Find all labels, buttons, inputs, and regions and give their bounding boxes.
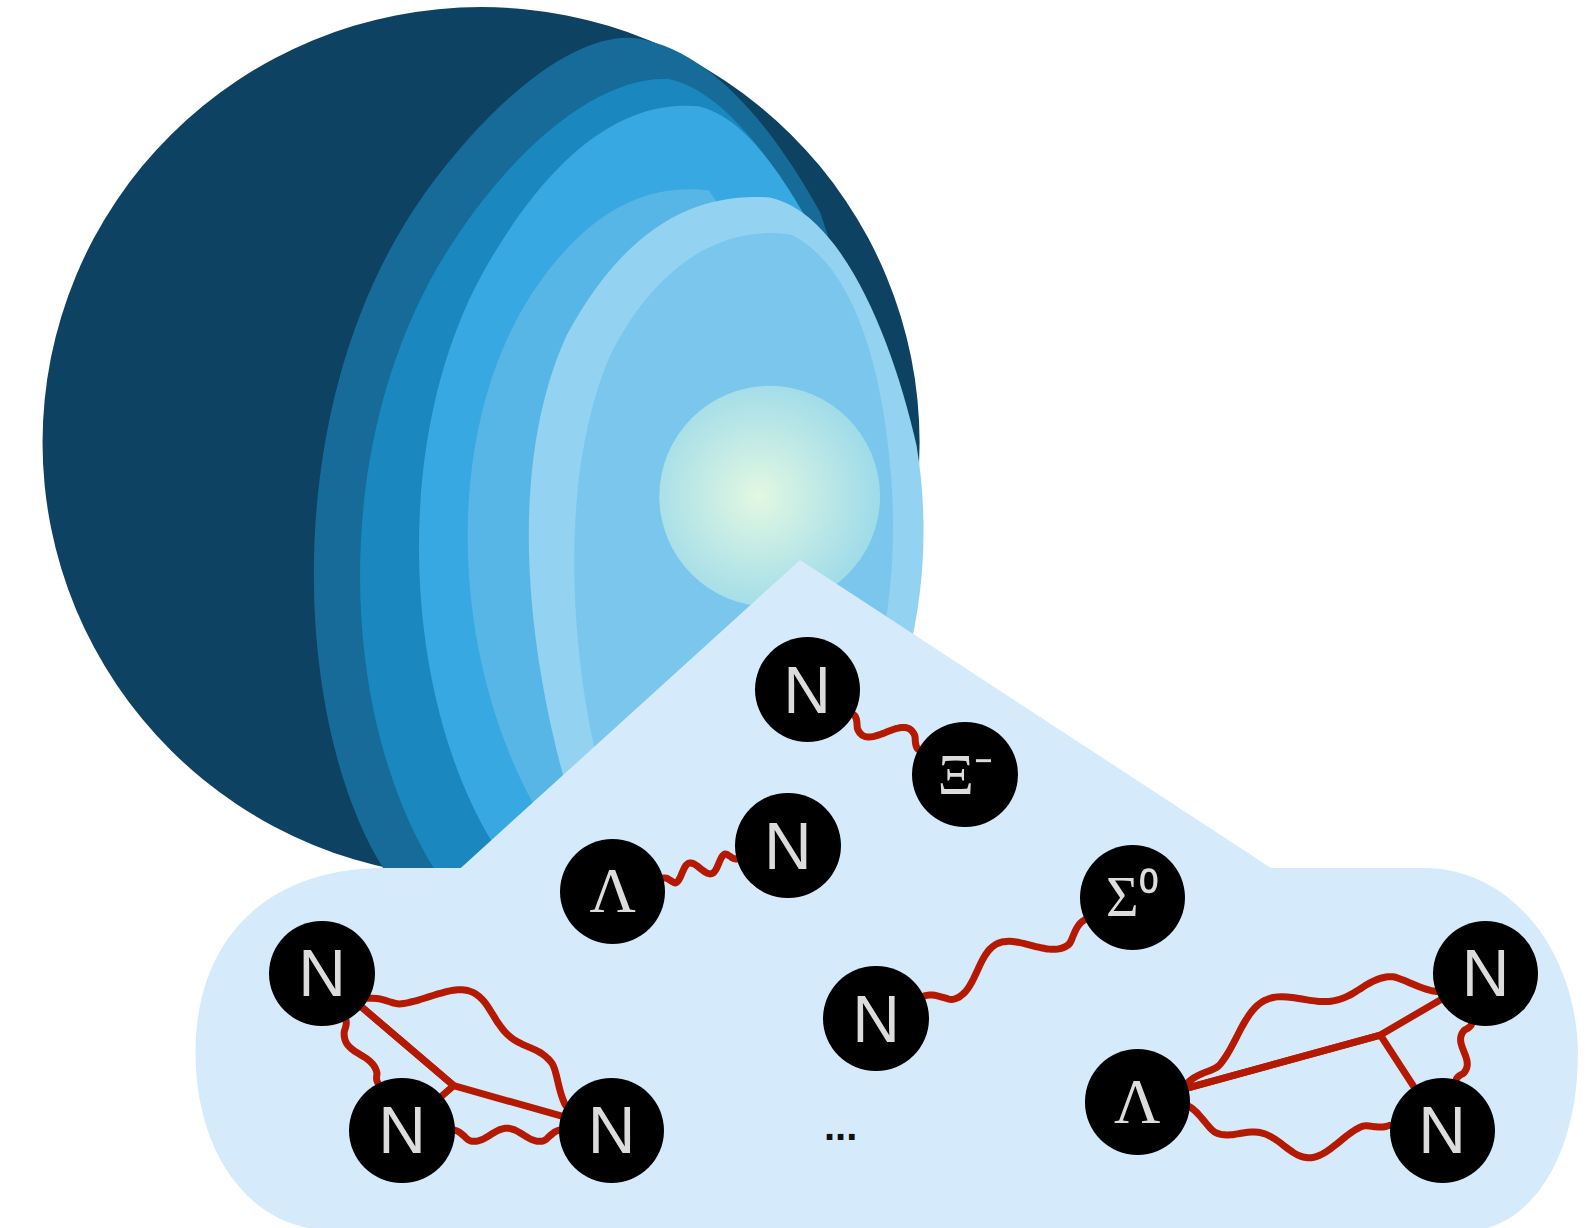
baryon-symbol: N — [298, 940, 346, 1006]
two-body-force — [1456, 1024, 1471, 1079]
baryon-circle: N — [1390, 1078, 1495, 1183]
baryon-symbol: N — [378, 1097, 426, 1163]
baryon-symbol: N — [588, 1097, 636, 1163]
two-body-force — [664, 854, 737, 883]
two-body-force — [1190, 1107, 1390, 1158]
baryon-circle: Σ⁰ — [1080, 845, 1185, 950]
two-body-force — [924, 920, 1085, 1000]
core-centre — [659, 386, 880, 607]
baryon-circle: Λ — [1085, 1049, 1190, 1154]
baryon-circle: N — [349, 1078, 454, 1183]
baryon-circle: N — [1433, 921, 1538, 1026]
baryon-symbol: Σ⁰ — [1106, 869, 1159, 925]
baryon-circle: N — [559, 1078, 664, 1183]
baryon-symbol: Λ — [590, 859, 636, 923]
zoom-callout — [195, 560, 1577, 1228]
baryon-symbol: Λ — [1114, 1070, 1160, 1134]
baryon-symbol: N — [764, 813, 812, 879]
two-body-force — [455, 1128, 559, 1141]
baryon-symbol: N — [852, 986, 900, 1052]
baryon-circle: N — [755, 637, 860, 742]
three-body-force — [1188, 1035, 1413, 1088]
baryon-circle: Ξ⁻ — [912, 722, 1017, 827]
baryon-symbol: N — [1462, 940, 1510, 1006]
ellipsis-label: ... — [824, 1106, 857, 1146]
baryon-circle: N — [269, 921, 374, 1026]
three-body-force — [1188, 1000, 1440, 1088]
two-body-force — [854, 715, 919, 750]
baryon-symbol: N — [783, 657, 831, 723]
baryon-circle: N — [735, 793, 840, 898]
baryon-symbol: N — [1418, 1097, 1466, 1163]
baryon-circle: N — [823, 966, 928, 1071]
baryon-circle: Λ — [560, 839, 665, 944]
baryon-symbol: Ξ⁻ — [938, 747, 993, 803]
two-body-force — [344, 1020, 378, 1083]
